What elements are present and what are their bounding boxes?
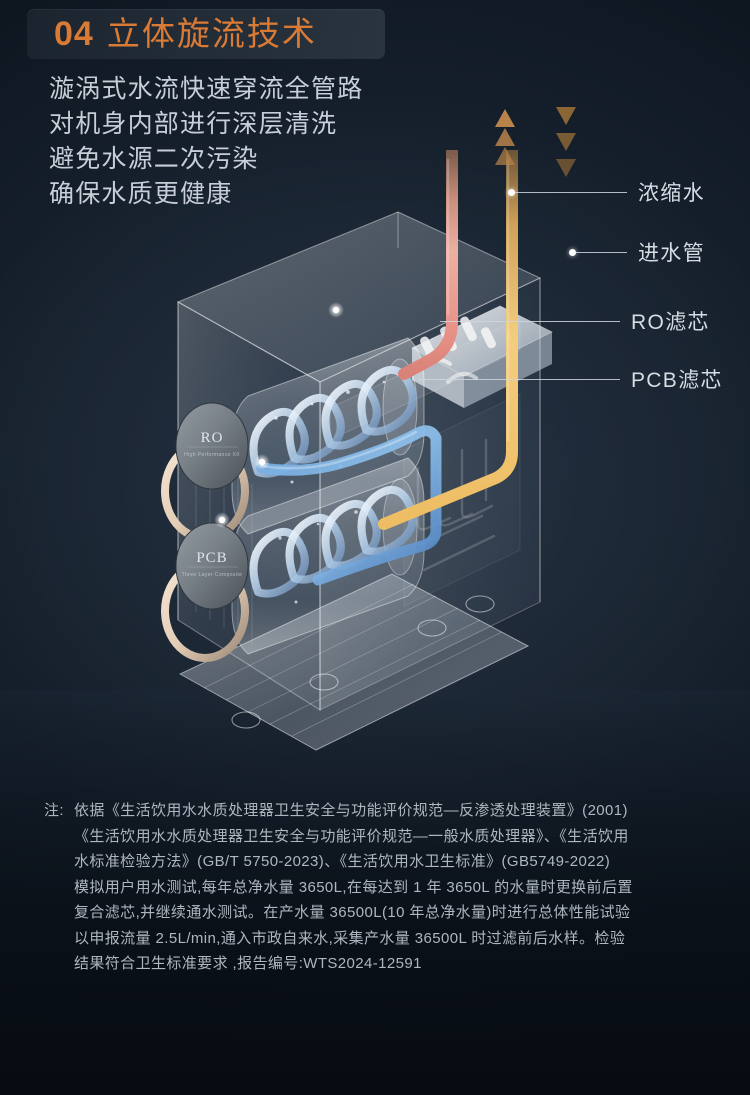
callout-pcb-filter: PCB滤芯	[418, 366, 723, 392]
feature-line: 对机身内部进行深层清洗	[49, 110, 338, 138]
callout-anchor-dots	[214, 302, 344, 528]
footnote-body: 依据《生活饮用水水质处理器卫生安全与功能评价规范—反渗透处理装置》(2001) …	[74, 798, 716, 977]
footnote-line: 水标准检验方法》(GB/T 5750-2023)、《生活饮用水卫生标准》(GB5…	[73, 853, 611, 870]
callout-leader-line	[576, 251, 627, 253]
arrow-up-group	[495, 109, 515, 165]
water-droplets-lower	[278, 510, 358, 604]
footnote-line: 模拟用户用水测试,每年总净水量 3650L,在每达到 1 年 3650L 的水量…	[73, 878, 633, 896]
callout-ro-filter: RO滤芯	[440, 308, 710, 334]
callout-dot	[569, 248, 576, 256]
callout-concentrate-water: 浓缩水	[508, 179, 705, 205]
feature-line: 确保水质更健康	[49, 180, 233, 208]
callout-label: 浓缩水	[638, 182, 705, 205]
callout-dot	[508, 188, 515, 196]
background-floor-gradient	[0, 690, 750, 1095]
cartridge-subtitle-ro: High Performance XII	[184, 452, 240, 458]
callout-leader-line	[418, 378, 620, 380]
callout-leader-line	[515, 191, 627, 193]
feature-list: 漩涡式水流快速穿流全管路 对机身内部进行深层清洗 避免水源二次污染 确保水质更健…	[49, 72, 479, 212]
cartridge-code-ro: RO	[201, 430, 224, 446]
cartridge-code-pcb: PCB	[196, 550, 227, 566]
footnote-line: 结果符合卫生标准要求 ,报告编号:WTS2024-12591	[73, 955, 422, 972]
arrow-down-group	[556, 107, 576, 177]
footnote-line: 复合滤芯,并继续通水测试。在产水量 36500L(10 年总净水量)时进行总体性…	[73, 904, 631, 921]
product-svg: RO High Performance XII PCB Three Layer …	[161, 150, 553, 751]
callout-label: 进水管	[638, 242, 705, 265]
section-title: 立体旋流技术	[106, 15, 317, 52]
callout-label: RO滤芯	[631, 311, 710, 334]
filter-cylinder-pcb: PCB Three Layer Composite	[161, 457, 425, 662]
section-badge-inner: 04 立体旋流技术	[27, 17, 317, 51]
footnote-row: 注: 依据《生活饮用水水质处理器卫生安全与功能评价规范—反渗透处理装置》(200…	[44, 798, 716, 977]
footnote-line: 以申报流量 2.5L/min,通入市政自来水,采集产水量 36500L 时过滤前…	[73, 929, 626, 947]
feature-line: 漩涡式水流快速穿流全管路	[49, 75, 364, 103]
callout-inlet-pipe: 进水管	[569, 239, 705, 265]
flow-direction-arrows	[495, 107, 576, 177]
callout-label: PCB滤芯	[631, 369, 723, 392]
concentrate-tube	[398, 150, 458, 380]
footnote: 注: 依据《生活饮用水水质处理器卫生安全与功能评价规范—反渗透处理装置》(200…	[44, 798, 716, 977]
section-number: 04	[54, 15, 94, 53]
cartridge-subtitle-pcb: Three Layer Composite	[182, 572, 243, 578]
footnote-line: 《生活饮用水水质处理器卫生安全与功能评价规范—一般水质处理器》、《生活饮用	[73, 827, 629, 845]
callout-leader-line	[440, 320, 620, 322]
footnote-label: 注:	[44, 802, 64, 819]
feature-line: 避免水源二次污染	[49, 145, 259, 173]
section-badge: 04 立体旋流技术	[27, 9, 385, 59]
pure-water-tube	[256, 425, 442, 586]
product-illustration: RO High Performance XII PCB Three Layer …	[0, 150, 620, 770]
inlet-tube	[378, 150, 518, 530]
footnote-line: 依据《生活饮用水水质处理器卫生安全与功能评价规范—反渗透处理装置》(2001)	[73, 802, 628, 819]
